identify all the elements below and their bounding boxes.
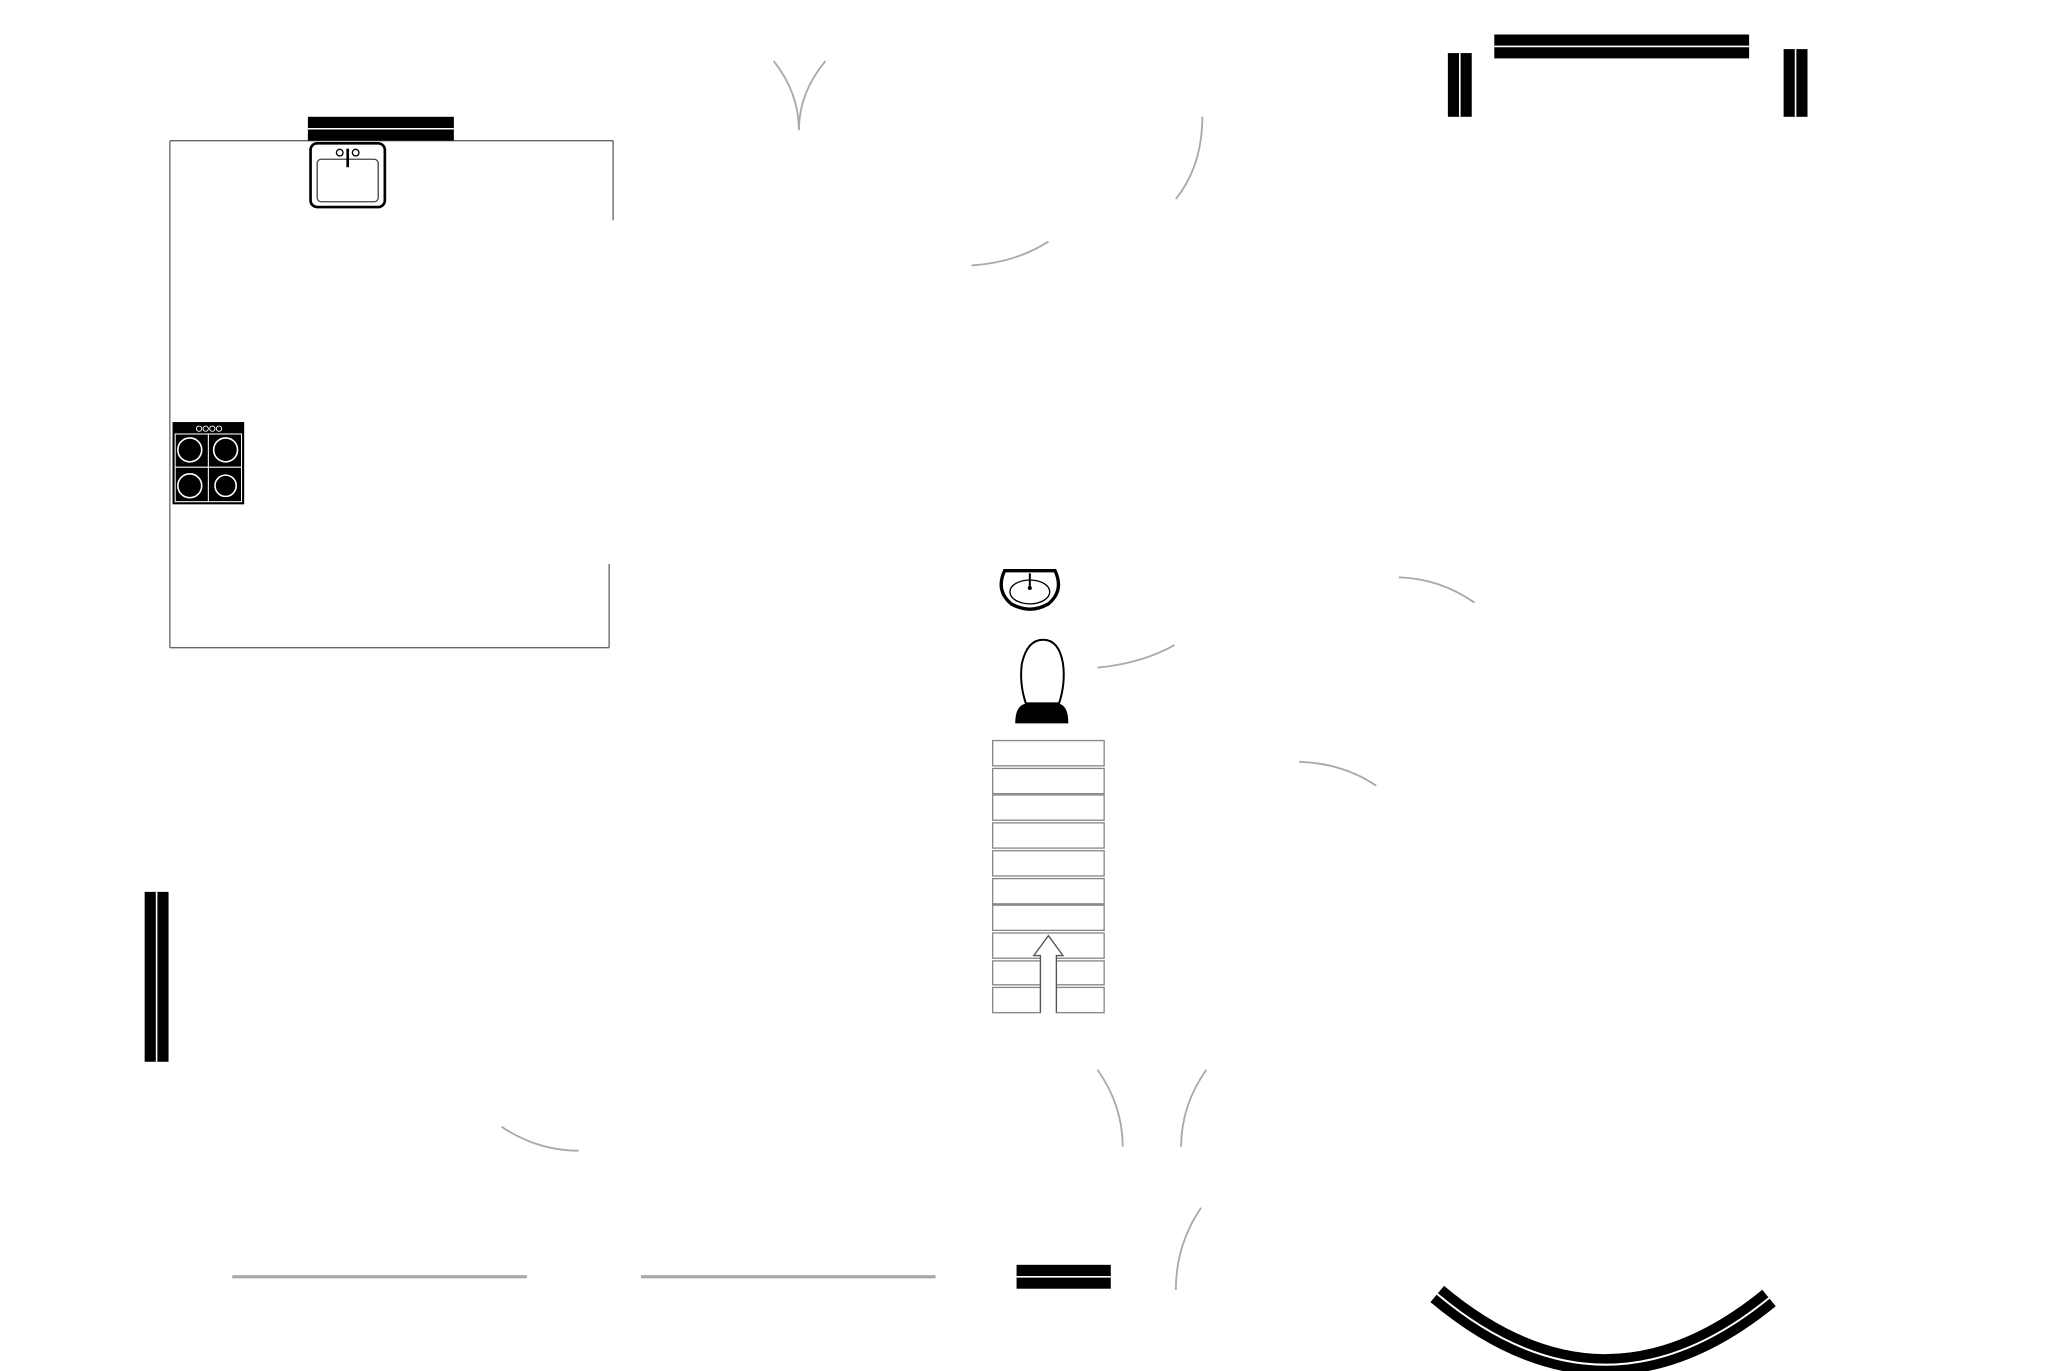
door-swing-arc (1175, 116, 1204, 200)
door-swing-arc (1096, 1069, 1124, 1147)
toilet-icon (1015, 638, 1069, 724)
door-swing-arc (501, 1126, 579, 1152)
window-bay-curved (1430, 1285, 1776, 1371)
door-swing-arc (1299, 760, 1377, 787)
kitchen-sink-icon (309, 142, 387, 209)
door-swing-arc (1097, 644, 1175, 669)
door-swings (501, 60, 1475, 1291)
kitchen-room (169, 140, 614, 649)
bathroom-sink-icon (999, 569, 1061, 611)
window-kitchen-top (307, 116, 454, 141)
door-swing-arc (971, 240, 1049, 267)
door-swing-arc (1174, 1207, 1202, 1291)
door-swing-arc (1398, 576, 1475, 604)
staircase (992, 739, 1105, 1014)
window-bottom-small (1016, 1264, 1111, 1289)
stair-direction-arrow-icon (1032, 934, 1065, 1013)
door-swing-arc (772, 60, 800, 131)
window-top-right (1494, 34, 1750, 59)
window-top-right-left-jamb (1447, 53, 1472, 117)
door-swing-arc (1180, 1069, 1208, 1147)
stove-icon (172, 422, 245, 505)
window-top-right-right-jamb (1783, 49, 1808, 117)
door-swing-arc (797, 60, 827, 131)
window-left (144, 891, 169, 1062)
